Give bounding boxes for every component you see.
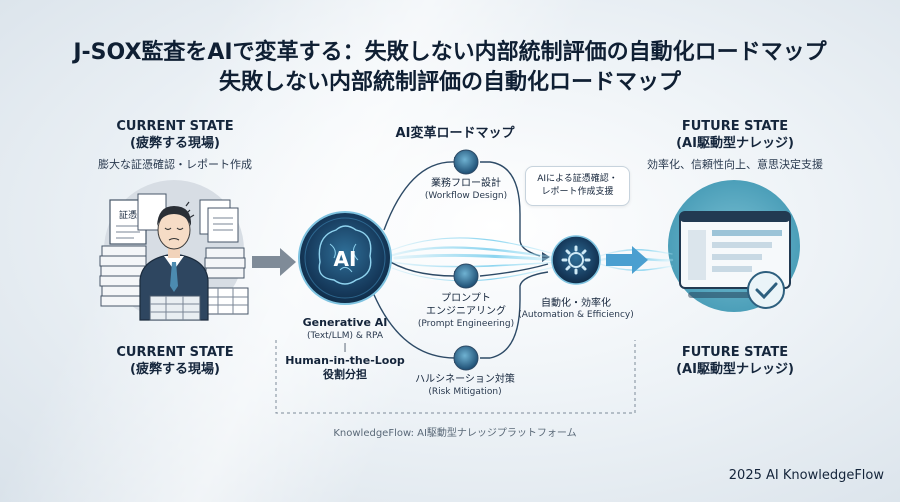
- roadmap-node-workflow: [453, 149, 479, 175]
- ai-core-label: AI: [334, 247, 357, 271]
- worker-figure: [139, 201, 209, 321]
- roadmap-node-prompt: [453, 263, 479, 289]
- document-label: 証憑: [119, 209, 137, 221]
- automation-sub: (Automation & Efficiency): [518, 310, 634, 320]
- node-risk-sub: (Risk Mitigation): [428, 387, 502, 397]
- ai-support-callout: AIによる証憑確認・ レポート作成支援: [525, 166, 630, 206]
- hitl-jp-label: 役割分担: [323, 368, 367, 381]
- hitl-label: Human-in-the-Loop: [285, 354, 405, 367]
- ai-core-brain: AI: [298, 211, 392, 305]
- automation-title: 自動化・効率化: [541, 298, 611, 309]
- future-state-heading-jp: (AI駆動型ナレッジ): [676, 136, 794, 151]
- current-bottom-jp: (疲弊する現場): [130, 362, 220, 377]
- current-bottom-en: CURRENT STATE: [116, 345, 234, 360]
- stressed-worker-illustration: 証憑: [99, 193, 249, 321]
- current-state-bottom-label: CURRENT STATE (疲弊する現場): [95, 344, 255, 378]
- node-risk-title: ハルシネーション対策: [415, 374, 515, 385]
- node-prompt-label: プロンプト エンジニアリング (Prompt Engineering): [406, 292, 526, 330]
- automation-gear-icon: [551, 235, 601, 285]
- gen-ai-label: Generative AI: [302, 316, 388, 329]
- node-workflow-sub: (Workflow Design): [424, 191, 508, 201]
- platform-bracket: [275, 340, 636, 414]
- callout-line1: AIによる証憑確認・: [537, 174, 618, 184]
- page-subtitle: 失敗しない内部統制評価の自動化ロードマップ: [218, 70, 681, 95]
- roadmap-heading: AI変革ロードマップ: [395, 126, 515, 141]
- node-workflow-title: 業務フロー設計: [431, 178, 501, 189]
- current-state-subtitle: 膨大な証憑確認・レポート作成: [98, 158, 252, 171]
- current-state-heading-en: CURRENT STATE: [116, 119, 234, 134]
- future-state-subtitle: 効率化、信頼性向上、意思決定支援: [647, 158, 823, 171]
- document-icon: 証憑: [109, 193, 167, 245]
- node-workflow-label: 業務フロー設計 (Workflow Design): [406, 177, 526, 202]
- caption-separator: |: [343, 343, 347, 353]
- node-prompt-sub: (Prompt Engineering): [417, 319, 515, 329]
- to-future-arrow: [606, 246, 648, 274]
- platform-caption: KnowledgeFlow: AI駆動型ナレッジプラットフォーム: [333, 428, 577, 439]
- current-state-heading-jp: (疲弊する現場): [130, 136, 220, 151]
- node-risk-label: ハルシネーション対策 (Risk Mitigation): [400, 373, 530, 398]
- ai-core-caption: Generative AI (Text/LLM) & RPA | Human-i…: [280, 316, 410, 382]
- future-bottom-en: FUTURE STATE: [681, 345, 789, 360]
- transition-arrow: [252, 248, 296, 276]
- paper-stack-left: [99, 245, 147, 307]
- callout-line2: レポート作成支援: [541, 187, 614, 197]
- node-prompt-title: プロンプト: [441, 293, 491, 304]
- future-bottom-jp: (AI駆動型ナレッジ): [676, 362, 794, 377]
- gen-ai-sub: (Text/LLM) & RPA: [306, 331, 384, 341]
- footer-credit: 2025 AI KnowledgeFlow: [728, 468, 884, 483]
- paper-stack-right: [199, 199, 249, 315]
- roadmap-node-risk: [453, 345, 479, 371]
- future-state-bottom-label: FUTURE STATE (AI駆動型ナレッジ): [655, 344, 815, 378]
- future-state-heading-en: FUTURE STATE: [681, 119, 789, 134]
- future-state-heading: FUTURE STATE (AI駆動型ナレッジ): [655, 118, 815, 152]
- page-title: J-SOX監査をAIで変革する：失敗しない内部統制評価の自動化ロードマップ: [73, 40, 827, 65]
- current-state-heading: CURRENT STATE (疲弊する現場): [95, 118, 255, 152]
- knowledge-dashboard-icon: [679, 211, 791, 309]
- automation-label: 自動化・効率化 (Automation & Efficiency): [516, 294, 636, 321]
- node-prompt-title2: エンジニアリング: [426, 306, 506, 317]
